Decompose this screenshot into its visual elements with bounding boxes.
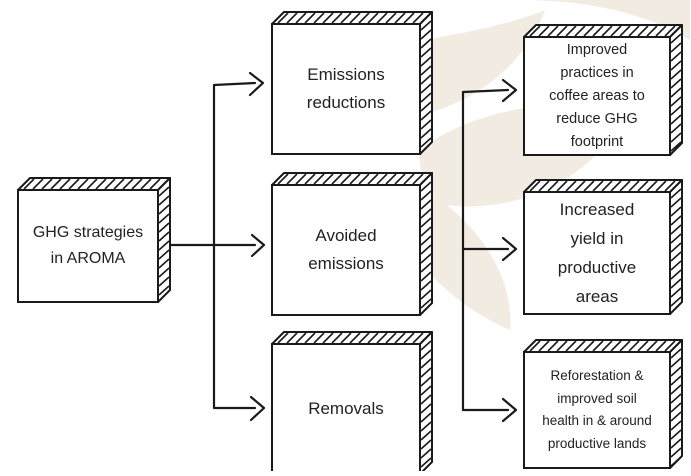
arrowhead-improved: [501, 78, 518, 103]
arrowhead-removals: [249, 395, 266, 422]
outcome-improved-practices-label: Improved practices in coffee areas to re…: [549, 41, 645, 150]
arrow-to-improved: [461, 88, 510, 94]
category-emissions-reductions-label: Emissions reductions: [306, 65, 386, 112]
category-box-removals: [271, 331, 433, 475]
arrow-root-to-emissions: [212, 81, 257, 247]
outcome-box-increased-yield: [523, 179, 683, 315]
arrowhead-increased: [501, 236, 518, 262]
connector-arrows: [169, 71, 518, 423]
root-box-label: GHG strategies in AROMA: [32, 224, 144, 267]
arrowhead-reforestation: [501, 397, 518, 423]
outcome-box-improved-practices: [523, 24, 683, 156]
outcome-box-reforestation: [523, 339, 683, 469]
root-box: [17, 177, 171, 303]
box-layer: [17, 11, 683, 475]
category-avoided-emissions-label: Avoided emissions: [308, 226, 384, 273]
arrowhead-avoided: [250, 233, 266, 258]
arrow-root-to-removals: [212, 243, 257, 410]
category-box-avoided-emissions: [271, 172, 433, 316]
category-removals-label: Removals: [308, 399, 384, 418]
outcome-increased-yield-label: Increased yield in productive areas: [557, 200, 637, 306]
arrowhead-emissions: [248, 71, 265, 97]
outcome-reforestation-label: Reforestation & improved soil health in …: [542, 368, 652, 451]
category-box-emissions-reductions: [271, 11, 433, 155]
